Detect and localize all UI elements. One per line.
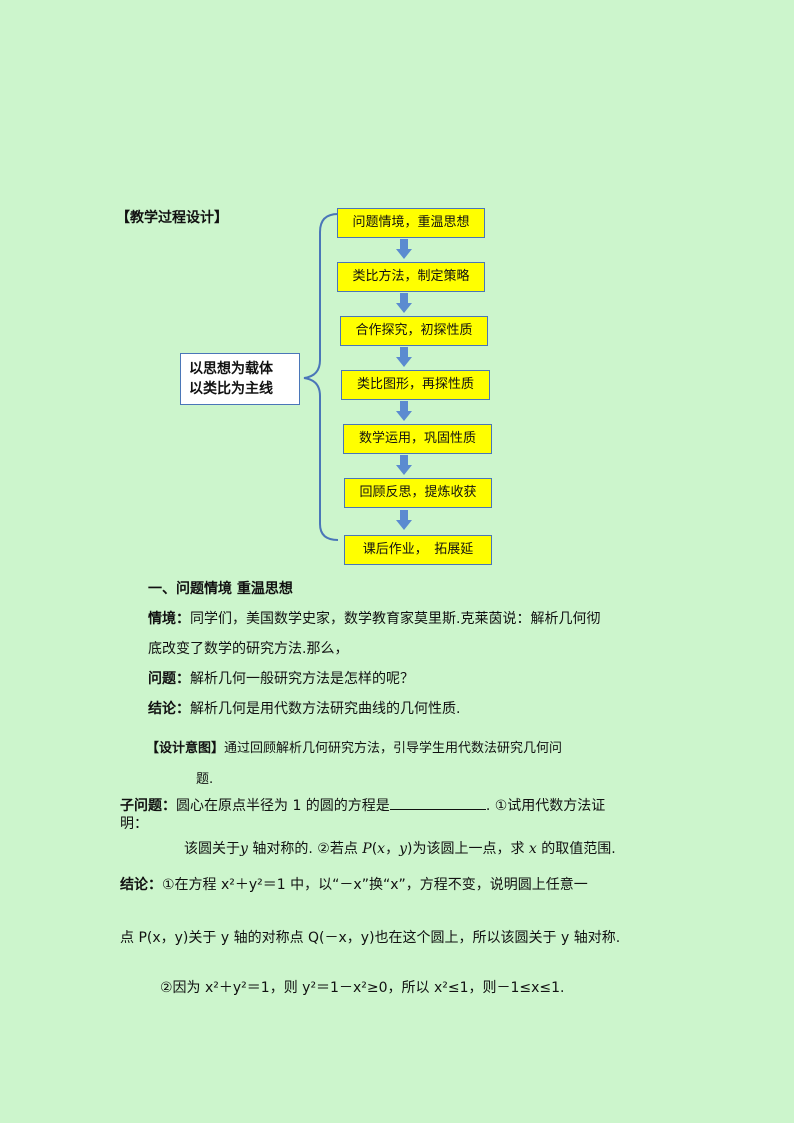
context-label: 情境： [148, 611, 190, 627]
sub-text-d2: 轴对称的. ②若点 [247, 841, 363, 857]
conclusion2-line3: ②因为 x²＋y²＝1，则 y²＝1－x²≥0，所以 x²≤1，则－1≤x≤1. [160, 980, 565, 996]
summary-box: 以思想为载体 以类比为主线 [180, 353, 300, 405]
design-label: 【设计意图】 [146, 741, 225, 756]
down-arrow-icon [396, 401, 412, 421]
step-box: 数学运用，巩固性质 [343, 424, 492, 454]
var-y2: y [399, 841, 407, 857]
summary-line-2: 以类比为主线 [189, 381, 273, 397]
conclusion2-label: 结论： [120, 877, 162, 893]
context-paragraph: 情境：同学们，美国数学史家，数学教育家莫里斯.克莱茵说：解析几何彻 底改变了数学… [148, 604, 668, 664]
conclusion-paragraph: 结论：解析几何是用代数方法研究曲线的几何性质. [148, 694, 668, 724]
design-text-2: 题. [196, 772, 214, 787]
step-box: 回顾反思，提炼收获 [344, 478, 492, 508]
question-label: 问题： [148, 671, 190, 687]
answer-blank[interactable] [389, 795, 486, 810]
step-box: 合作探究，初探性质 [340, 316, 488, 346]
question-paragraph: 问题：解析几何一般研究方法是怎样的呢？ [148, 664, 668, 694]
sub-text-b: . ①试用代数方法证 [485, 798, 606, 814]
context-text: 同学们，美国数学史家，数学教育家莫里斯.克莱茵说：解析几何彻 [190, 611, 601, 627]
sub-question: 子问题：圆心在原点半径为 1 的圆的方程是 . ①试用代数方法证 明： [120, 795, 680, 833]
sub-text-d5: )为该圆上一点，求 [407, 841, 529, 857]
sub-text-d6: 的取值范围. [536, 841, 616, 857]
down-arrow-icon [396, 510, 412, 530]
conclusion2-line1: 结论：①在方程 x²＋y²＝1 中，以“－x”换“x”，方程不变，说明圆上任意一 [120, 874, 680, 894]
summary-line-1: 以思想为载体 [189, 361, 273, 377]
context-text-2: 底改变了数学的研究方法.那么， [148, 641, 349, 657]
step-box: 问题情境，重温思想 [337, 208, 485, 238]
down-arrow-icon [396, 239, 412, 259]
conclusion2-text-1: ①在方程 x²＋y²＝1 中，以“－x”换“x”，方程不变，说明圆上任意一 [162, 877, 588, 893]
sub-text-c: 明： [120, 816, 148, 832]
var-x2: x [528, 841, 537, 857]
section-title: 一、问题情境 重温思想 [148, 581, 293, 597]
sub-text-d4: ， [385, 841, 400, 857]
step-box: 类比方法，制定策略 [337, 262, 485, 292]
design-intent: 【设计意图】通过回顾解析几何研究方法，引导学生用代数法研究几何问 [146, 737, 666, 756]
down-arrow-icon [396, 293, 412, 313]
var-y: y [240, 841, 248, 857]
design-text: 通过回顾解析几何研究方法，引导学生用代数法研究几何问 [224, 741, 563, 756]
var-P: P [362, 841, 372, 857]
sub-text-a: 圆心在原点半径为 1 的圆的方程是 [176, 798, 390, 814]
sub-label: 子问题： [120, 798, 176, 814]
conclusion2-line2: 点 P(x，y)关于 y 轴的对称点 Q(－x，y)也在这个圆上，所以该圆关于 … [120, 930, 621, 946]
section-label: 【教学过程设计】 [116, 210, 228, 226]
question-text: 解析几何一般研究方法是怎样的呢？ [190, 671, 414, 687]
left-brace [303, 213, 339, 541]
down-arrow-icon [396, 347, 412, 367]
var-x: x [377, 841, 386, 857]
sub-text-d3: ( [371, 841, 378, 857]
step-box: 课后作业， 拓展延 [344, 535, 492, 565]
conclusion-text: 解析几何是用代数方法研究曲线的几何性质. [190, 701, 461, 717]
sub-text-d1: 该圆关于 [184, 841, 240, 857]
sub-question-line: 该圆关于y 轴对称的. ②若点 P(x，y)为该圆上一点，求 x 的取值范围. [184, 838, 684, 858]
conclusion-label: 结论： [148, 701, 190, 717]
step-box: 类比图形，再探性质 [341, 370, 490, 400]
down-arrow-icon [396, 455, 412, 475]
